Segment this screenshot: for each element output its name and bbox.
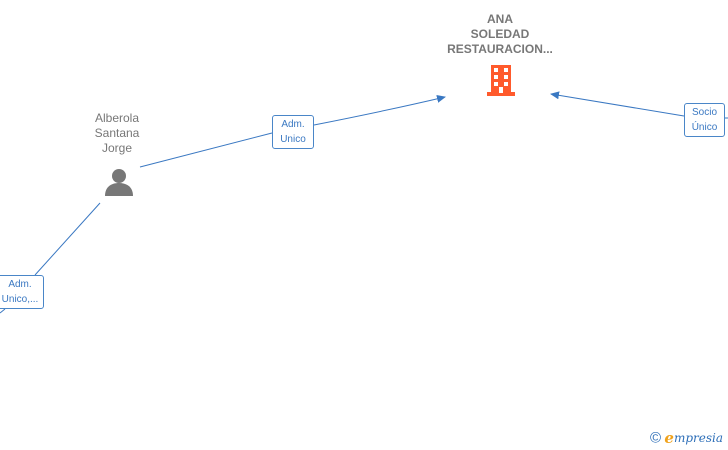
- copyright-icon: ©: [650, 429, 662, 447]
- person-icon[interactable]: [104, 167, 134, 197]
- role-label-line-1: Socio: [691, 107, 717, 118]
- role-label-line-1: Adm.: [8, 279, 32, 290]
- company-name[interactable]: ANA SOLEDAD RESTAURACION...: [430, 12, 570, 57]
- company-name-line-1: ANA: [487, 12, 513, 26]
- role-label-line-2: Único: [691, 122, 718, 133]
- role-label-line-2: Unico: [280, 134, 306, 145]
- brand-logo-text: mpresia: [673, 431, 724, 445]
- role-label-adm-unico[interactable]: Adm. Unico: [272, 115, 314, 149]
- empresia-watermark[interactable]: © empresia: [650, 429, 728, 449]
- person-name[interactable]: Alberola Santana Jorge: [72, 111, 162, 156]
- role-label-socio-unico[interactable]: Socio Único: [684, 103, 725, 137]
- role-label-adm-unico-2[interactable]: Adm. Unico,...: [0, 275, 44, 309]
- person-name-line-2: Santana: [94, 126, 140, 140]
- person-name-line-3: Jorge: [101, 141, 133, 155]
- company-name-line-3: RESTAURACION...: [447, 42, 553, 56]
- company-name-line-2: SOLEDAD: [470, 27, 530, 41]
- brand-logo-e: e: [664, 429, 674, 447]
- edge-person-to-left: [0, 202, 101, 314]
- role-label-line-1: Adm.: [281, 119, 305, 130]
- person-name-line-1: Alberola: [94, 111, 140, 125]
- building-icon[interactable]: [485, 63, 517, 97]
- role-label-line-2: Unico,...: [1, 294, 39, 305]
- edge-person-to-company: [139, 97, 445, 168]
